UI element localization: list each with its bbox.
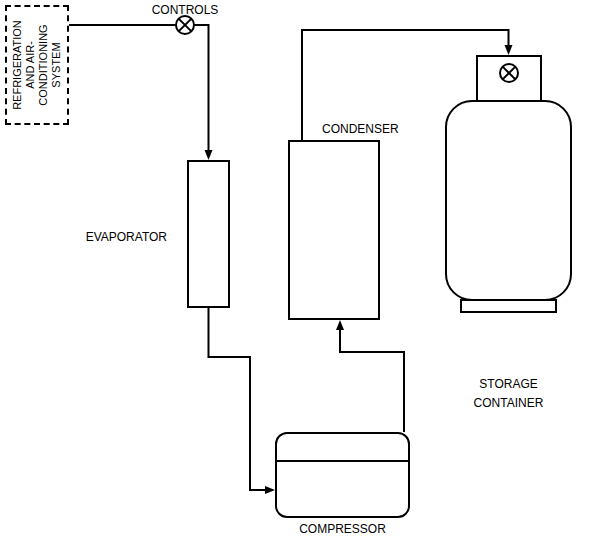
connector-line: [69, 25, 209, 152]
component-label: CONDENSER: [322, 122, 399, 136]
control-valve-symbol: [176, 16, 194, 34]
tank-valve-cross: [503, 67, 516, 80]
component-label: COMPRESSOR: [299, 522, 386, 536]
system-box: REFRIGERATION AND AIR-CONDITIONING SYSTE…: [5, 5, 69, 125]
tank-valve: [500, 64, 518, 82]
connector-line: [340, 328, 404, 432]
evaporator-box: EVAPORATOR: [187, 160, 230, 308]
refrigerant-line: [69, 25, 213, 160]
refrigerant-line: [336, 320, 404, 432]
arrow-head: [505, 45, 513, 55]
tank-valve-cross: [503, 67, 516, 80]
component-label: EVAPORATOR: [86, 230, 167, 244]
condenser-box: CONDENSER: [288, 140, 380, 320]
controls-label: CONTROLS: [152, 3, 219, 17]
tank-base: [461, 300, 556, 312]
component-label: STORAGE CONTAINER: [463, 375, 555, 413]
storage-container: STORAGE CONTAINER: [445, 55, 572, 313]
compressor-divider: [277, 460, 408, 462]
tank-body: [446, 101, 571, 300]
compressor-box: COMPRESSOR: [275, 432, 410, 518]
system-label: REFRIGERATION AND AIR-CONDITIONING SYSTE…: [11, 9, 63, 121]
arrow-head: [336, 320, 344, 330]
storage-tank-drawing: [445, 55, 572, 313]
tank-valve-guard: [477, 56, 541, 101]
arrow-head: [265, 486, 275, 494]
connector-line: [209, 308, 268, 490]
refrigerant-line: [209, 308, 276, 494]
arrow-head: [205, 150, 213, 160]
